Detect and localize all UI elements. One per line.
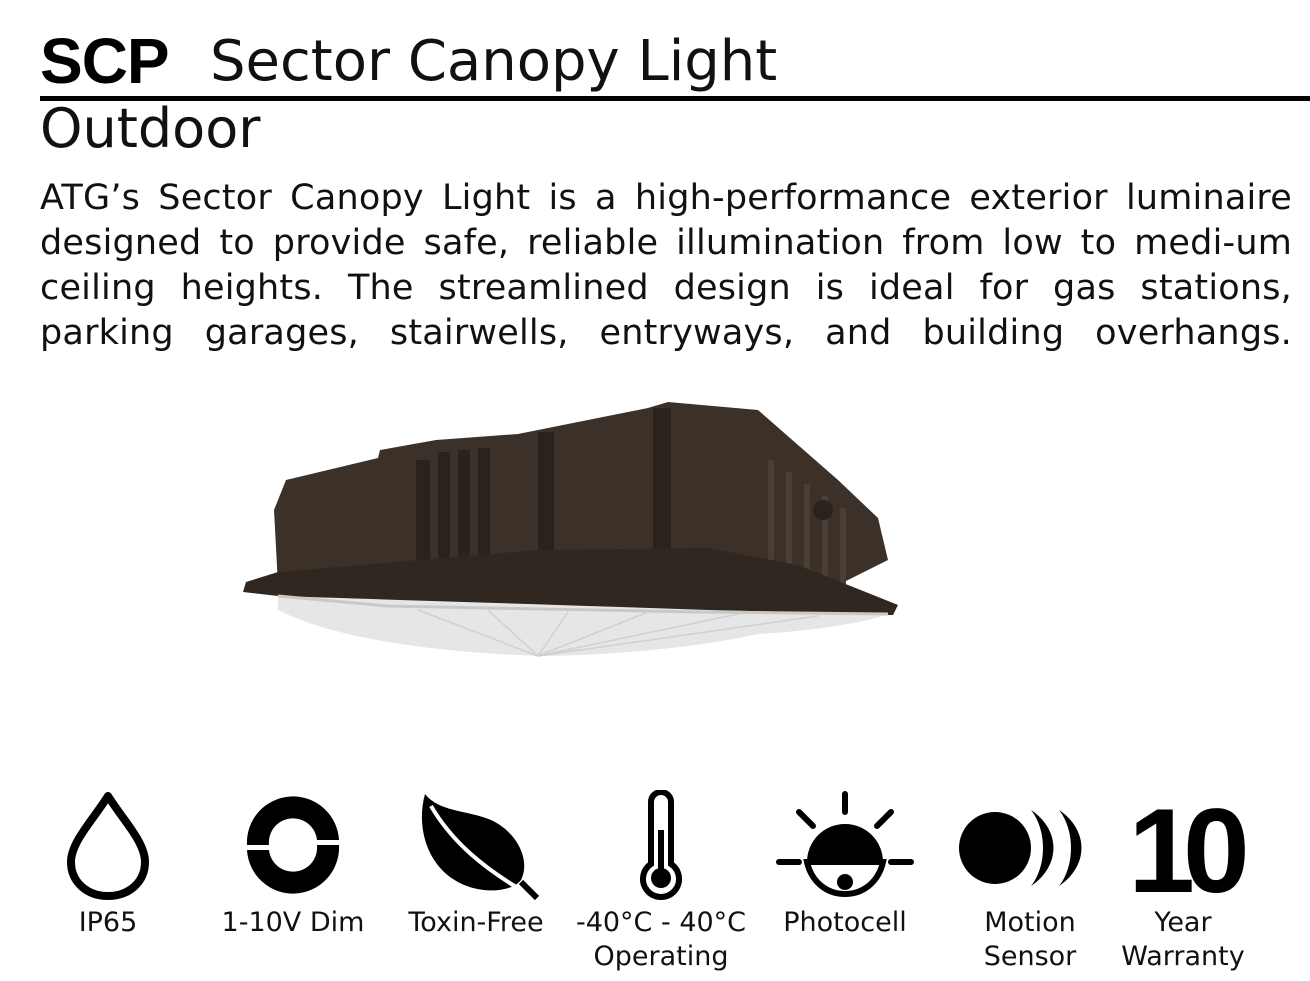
feature-label: IP65 [78,907,138,938]
product-image [238,400,908,674]
feature-label: Year Warranty [1121,907,1245,972]
motion-sensor-icon [959,810,1082,886]
feature-label: Toxin-Free [408,907,544,938]
feature-temperature: -40°C - 40°C Operating [576,780,746,980]
product-code: SCP [40,25,170,97]
description: ATG’s Sector Canopy Light is a high-perf… [40,178,1292,353]
feature-motion-sensor: Motion Sensor [945,780,1115,980]
dimmer-icon [246,796,340,894]
feature-ip65: IP65 [23,780,193,980]
feature-dim: 1-10V Dim [208,780,378,980]
photocell-icon [776,791,914,898]
warranty-10-icon: 10 [1128,790,1253,900]
feature-warranty: 10 Year Warranty [1098,780,1268,980]
feature-photocell: Photocell [760,780,930,980]
features-row: IP65 1-10V Dim Toxin-Free -40°C - 40°C O… [0,780,1310,980]
feature-label: Photocell [783,907,907,938]
feature-label: -40°C - 40°C Operating [575,907,747,972]
canopy-light-illustration [243,402,898,657]
subtitle: Outdoor [40,97,261,160]
leaf-icon [421,794,540,900]
product-name: Sector Canopy Light [210,29,778,94]
thermometer-icon [640,790,682,900]
feature-toxin-free: Toxin-Free [391,780,561,980]
water-drop-icon [67,792,149,900]
feature-label: 1-10V Dim [221,907,365,938]
warranty-number: 10 [1128,790,1245,900]
header: SCP Sector Canopy Light [40,22,1310,101]
feature-label: Motion Sensor [983,907,1077,972]
